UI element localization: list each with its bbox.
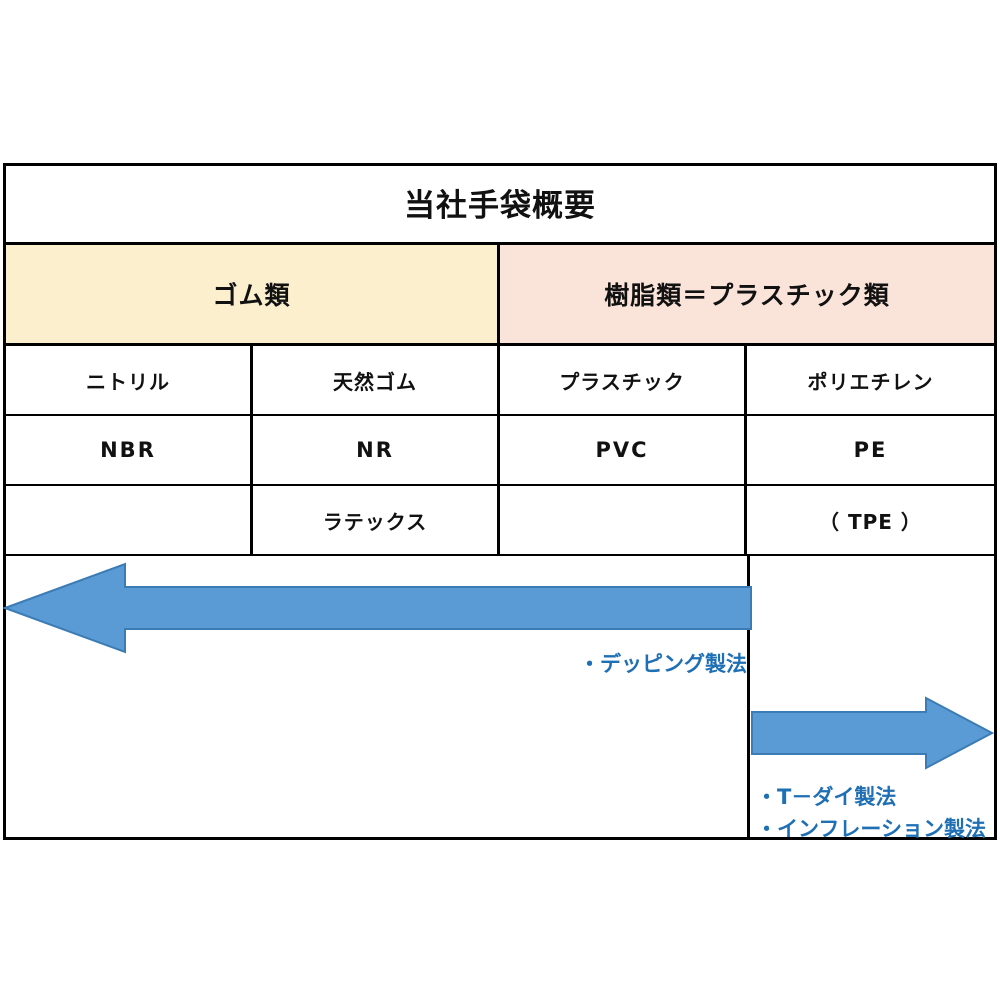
cell-material-plastic: プラスチック [500, 346, 747, 414]
cell-secondary-empty-2 [500, 486, 747, 554]
cell-secondary-latex: ラテックス [253, 486, 500, 554]
category-band-row: ゴム類 樹脂類＝プラスチック類 [6, 245, 994, 346]
cell-material-nitrile: ニトリル [6, 346, 253, 414]
glove-overview-table: 当社手袋概要 ゴム類 樹脂類＝プラスチック類 ニトリル 天然ゴム プラスチック … [3, 163, 997, 841]
cell-abbr-nbr: NBR [6, 416, 253, 484]
page-title: 当社手袋概要 [404, 187, 596, 224]
cell-abbr-pe: PE [853, 438, 888, 462]
cell-abbr-pvc: PVC [500, 416, 747, 484]
cell-secondary-tpe: （ TPE ） [819, 509, 922, 534]
table-row: ニトリル 天然ゴム プラスチック ポリエチレン [6, 346, 994, 416]
cell-material-natural-rubber: 天然ゴム [253, 346, 500, 414]
right-arrow-icon [751, 696, 994, 770]
process-arrows-row: ・デッピング製法 ・T－ダイ製法 ・インフレーション製法 [3, 556, 994, 841]
table-row: NBR NR PVC PE [6, 416, 994, 486]
table-row: ラテックス （ TPE ） [6, 486, 994, 556]
left-arrow-icon [3, 562, 752, 654]
table-title-row: 当社手袋概要 [6, 166, 994, 245]
cell-secondary-empty-1 [6, 486, 253, 554]
category-rubber: ゴム類 [6, 245, 500, 343]
cell-abbr-nr: NR [253, 416, 500, 484]
note-inflation-method: ・インフレーション製法 [756, 817, 986, 841]
note-t-die-method: ・T－ダイ製法 [756, 785, 897, 809]
category-resin: 樹脂類＝プラスチック類 [500, 245, 994, 343]
extrusion-process-cell: ・T－ダイ製法 ・インフレーション製法 [750, 556, 994, 841]
note-dipping-method: ・デッピング製法 [579, 652, 747, 676]
dipping-process-cell: ・デッピング製法 [3, 556, 752, 840]
cell-material-polyethylene: ポリエチレン [807, 369, 934, 394]
